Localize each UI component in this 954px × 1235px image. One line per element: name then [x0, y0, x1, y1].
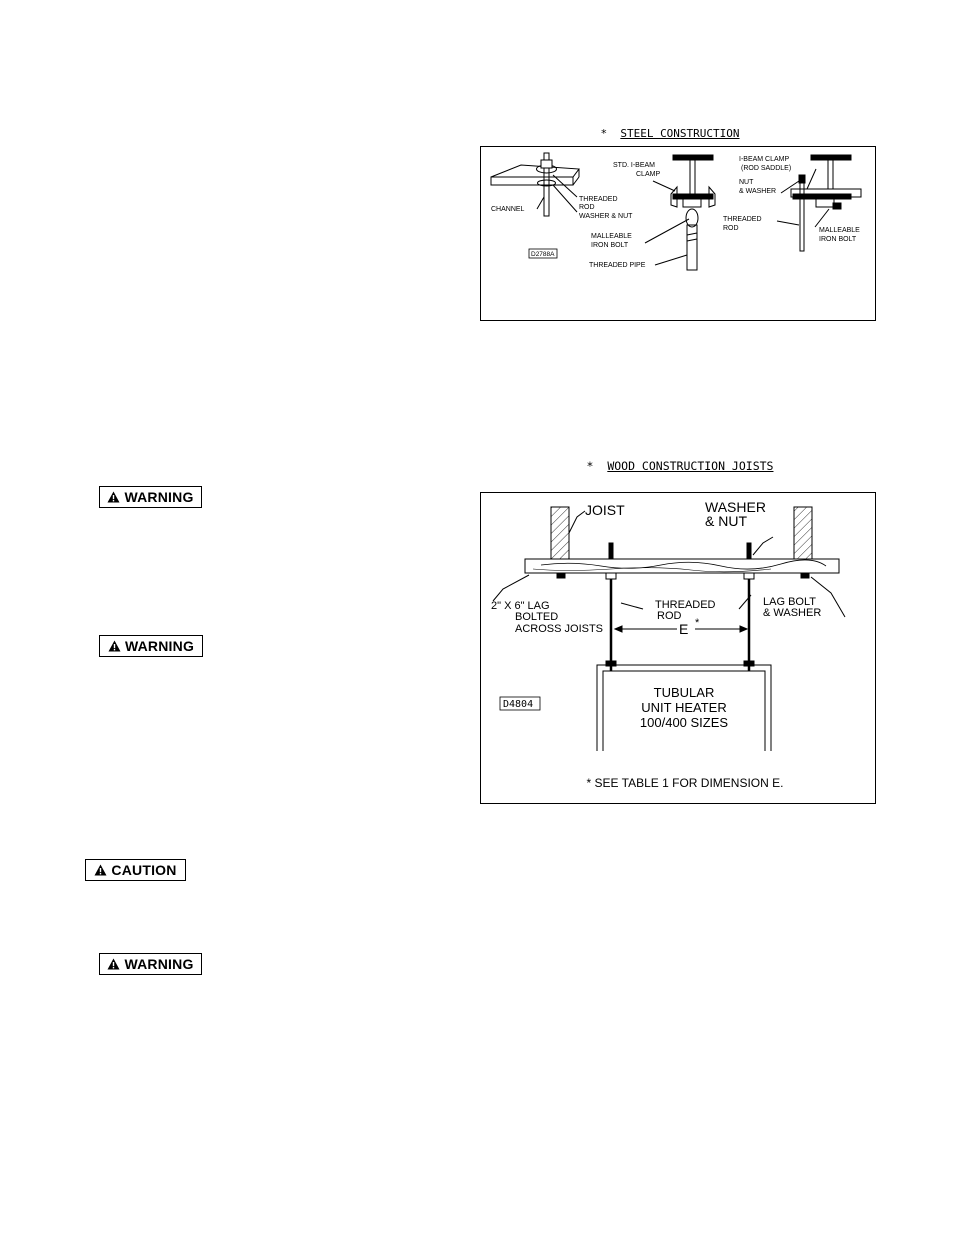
steel-caption: * STEEL CONSTRUCTION	[600, 127, 740, 140]
warning-label: WARNING	[124, 956, 194, 972]
label-std-ibeam: STD. I-BEAM	[613, 162, 655, 169]
steel-construction-figure: CHANNEL THREADED ROD WASHER & NUT STD. I…	[480, 146, 876, 321]
label-rod: ROD	[657, 610, 682, 622]
label-rod-saddle: (ROD SADDLE)	[741, 165, 791, 172]
label-ibeam-clamp: I-BEAM CLAMP	[739, 156, 790, 163]
label-dimension-e: E	[679, 621, 688, 637]
label-lag-bolt: LAG BOLT	[763, 596, 816, 608]
label-std-ibeam-2: CLAMP	[636, 171, 660, 178]
caution-badge: CAUTION	[85, 859, 186, 881]
warning-badge-2: WARNING	[99, 635, 203, 657]
label-joist: JOIST	[585, 502, 625, 518]
label-malleable-b2: IRON BOLT	[819, 236, 857, 243]
label-threaded-rod-2: ROD	[579, 204, 595, 211]
label-nut-washer: & WASHER	[739, 188, 776, 195]
label-lag-washer: & WASHER	[763, 607, 821, 619]
warning-badge-1: WARNING	[99, 486, 202, 508]
warning-badge-3: WARNING	[99, 953, 202, 975]
dimension-note: * SEE TABLE 1 FOR DIMENSION E.	[587, 776, 784, 790]
std-ibeam	[670, 154, 716, 271]
label-unit-heater: UNIT HEATER	[641, 700, 726, 715]
channel-threaded-rod	[543, 152, 550, 217]
label-lag: 2" X 6" LAG	[491, 600, 550, 612]
warning-triangle-icon	[107, 958, 120, 970]
steel-code: D2788A	[531, 251, 555, 258]
wood-caption-text: WOOD CONSTRUCTION JOISTS	[607, 459, 774, 473]
label-threaded-rod-b: THREADED	[723, 216, 762, 223]
label-threaded-pipe: THREADED PIPE	[589, 262, 646, 269]
label-malleable-b: MALLEABLE	[819, 227, 860, 234]
ibeam-rod-saddle	[790, 154, 862, 252]
caution-label: CAUTION	[111, 862, 177, 878]
label-threaded-rod-b2: ROD	[723, 225, 739, 232]
saddle-threaded-rod	[799, 182, 805, 252]
heater-body	[596, 664, 772, 751]
label-across-joists: ACROSS JOISTS	[515, 623, 603, 635]
warning-triangle-icon	[94, 864, 107, 876]
steel-caption-text: STEEL CONSTRUCTION	[620, 127, 740, 140]
label-washer-nut: WASHER & NUT	[579, 213, 633, 220]
wood-caption: * WOOD CONSTRUCTION JOISTS	[586, 459, 774, 473]
label-malleable: MALLEABLE	[591, 233, 632, 240]
label-washer: WASHER	[705, 499, 766, 515]
label-dimension-star: *	[695, 617, 700, 629]
wood-construction-figure: JOIST WASHER & NUT 2" X 6" LAG BOLTED AC…	[480, 492, 876, 804]
label-lag-bolted: BOLTED	[515, 611, 558, 623]
label-nut: NUT	[739, 179, 754, 186]
label-malleable-2: IRON BOLT	[591, 242, 629, 249]
warning-triangle-icon	[107, 491, 120, 503]
warning-triangle-icon	[108, 640, 121, 652]
joist-right	[793, 506, 813, 560]
label-channel: CHANNEL	[491, 206, 525, 213]
label-threaded-rod: THREADED	[579, 196, 618, 203]
warning-label: WARNING	[124, 489, 194, 505]
steel-diagram: CHANNEL THREADED ROD WASHER & NUT STD. I…	[490, 152, 862, 271]
warning-label: WARNING	[124, 638, 195, 654]
label-nut: & NUT	[705, 513, 747, 529]
lag-beam	[524, 558, 840, 574]
wood-code: D4804	[503, 699, 533, 710]
joist-left	[550, 506, 570, 560]
channel-plate	[490, 164, 580, 178]
label-threaded: THREADED	[655, 599, 716, 611]
threaded-pipe	[686, 224, 698, 271]
label-tubular: TUBULAR	[654, 685, 715, 700]
label-sizes: 100/400 SIZES	[640, 715, 728, 730]
wood-diagram: JOIST WASHER & NUT 2" X 6" LAG BOLTED AC…	[491, 499, 846, 790]
